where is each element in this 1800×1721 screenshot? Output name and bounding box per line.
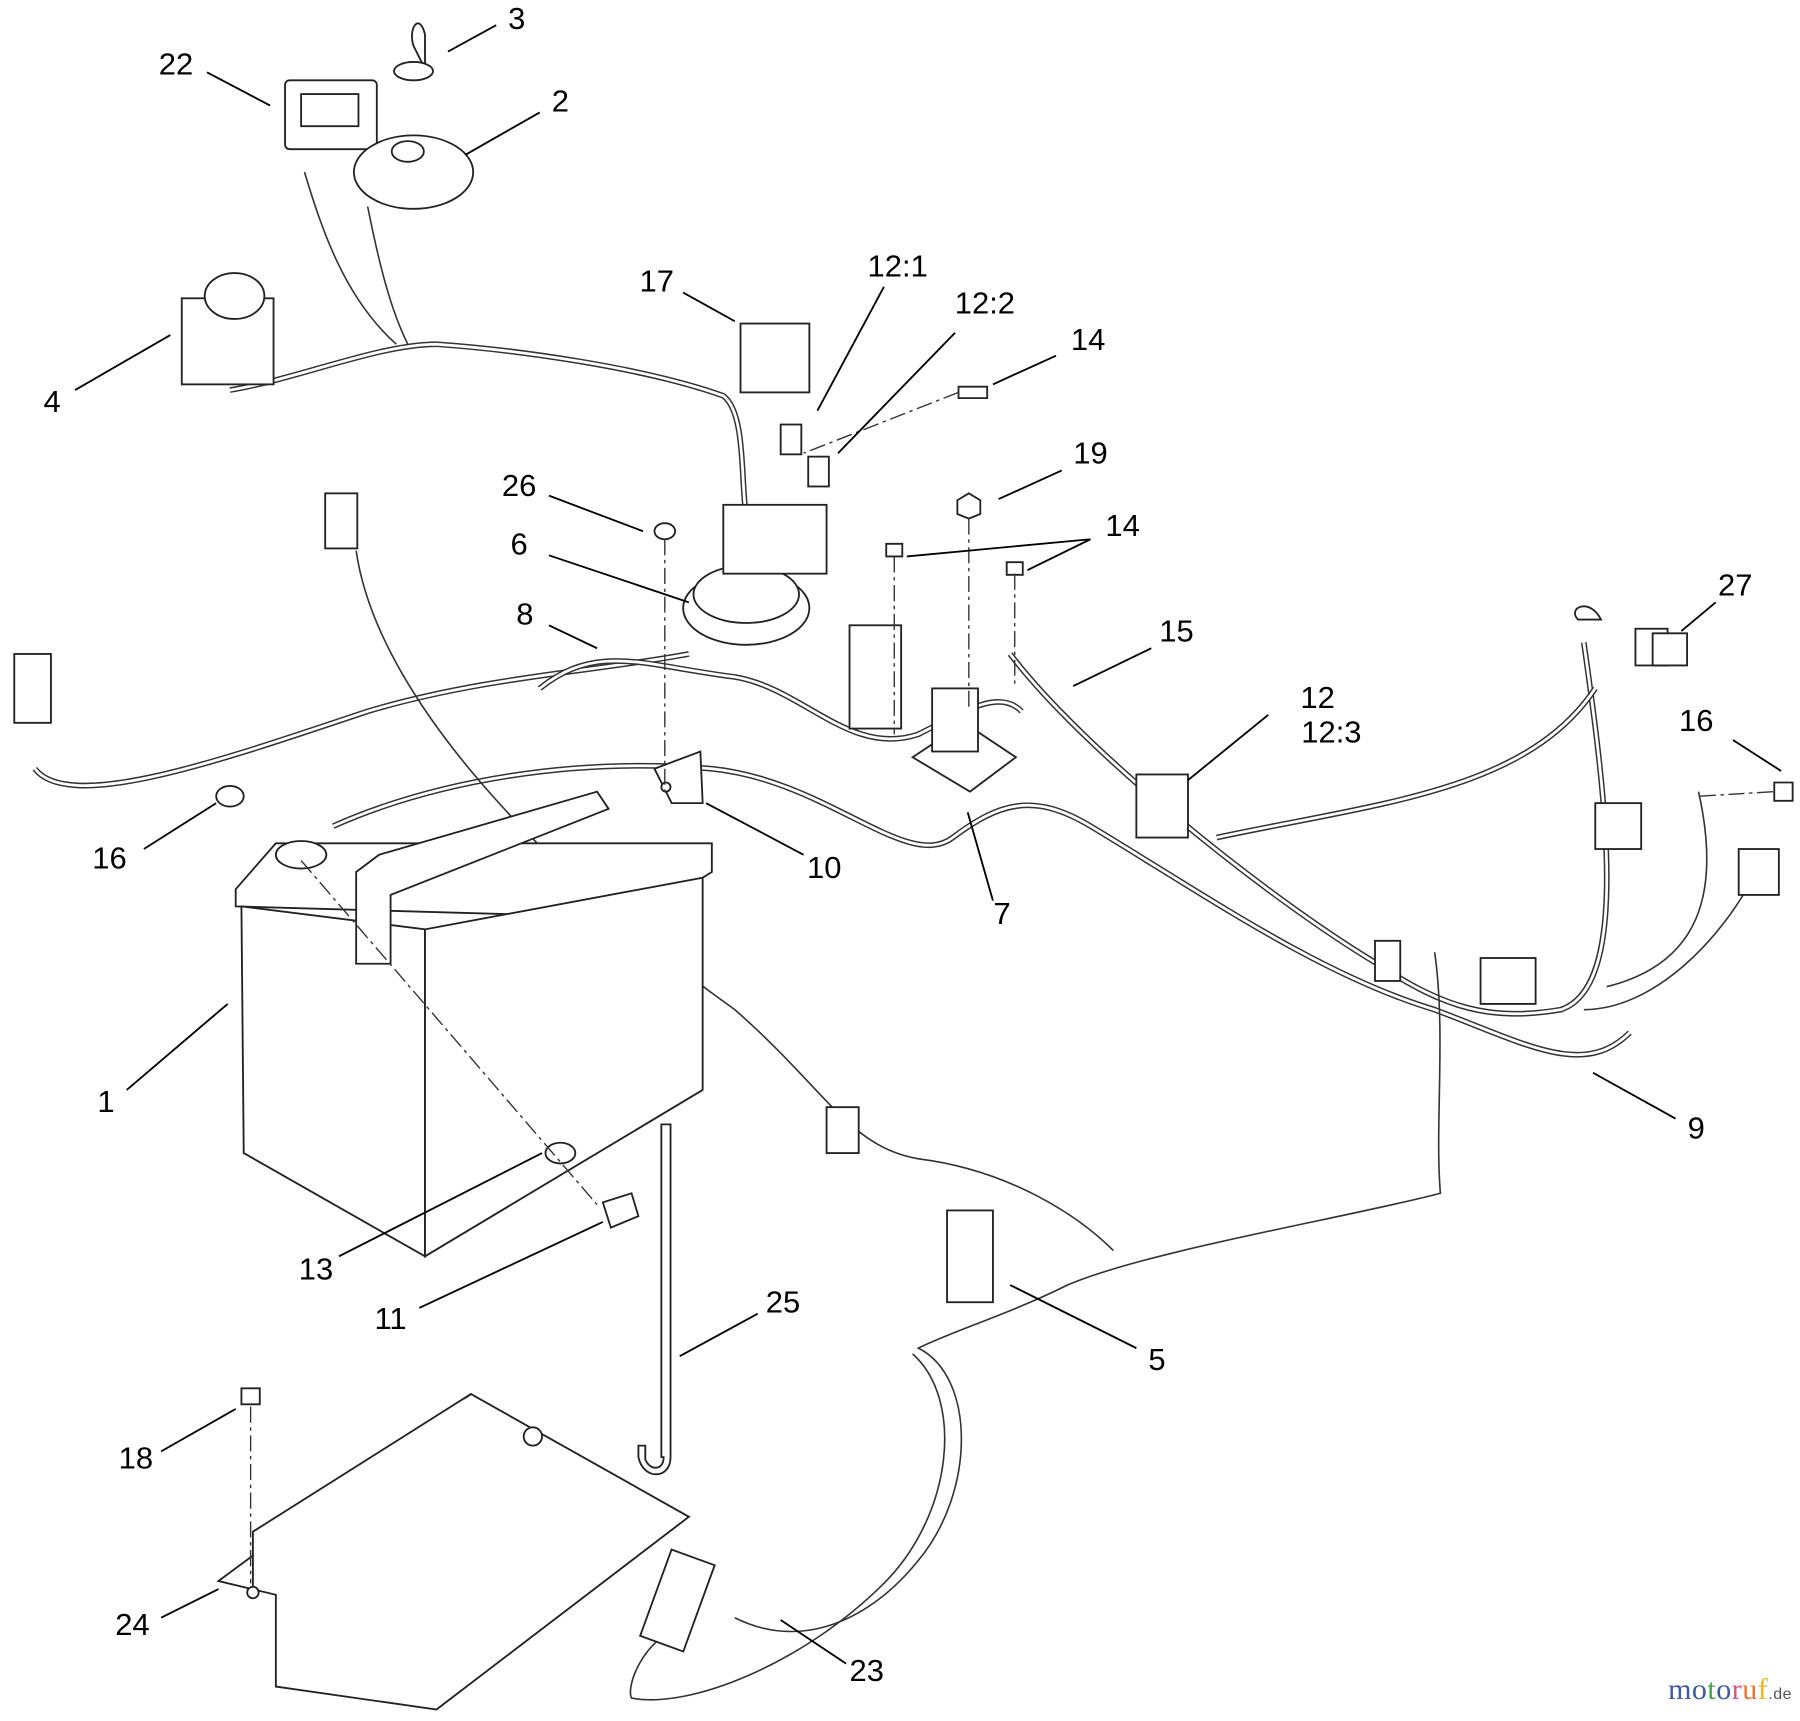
callout-23: 23 — [850, 1653, 884, 1688]
callout-9: 9 — [1688, 1110, 1705, 1145]
callout-11: 11 — [375, 1301, 407, 1336]
callout-26: 26 — [502, 468, 536, 503]
callout-7: 7 — [993, 896, 1010, 931]
callout-12-2: 12:2 — [955, 285, 1015, 320]
callout-15: 15 — [1159, 614, 1193, 649]
callout-8: 8 — [516, 596, 533, 631]
callout-4: 4 — [44, 384, 61, 419]
motoruf-watermark-logo: motoruf.de — [1668, 1673, 1792, 1706]
callout-1: 1 — [97, 1084, 114, 1119]
callout-16-right: 16 — [1679, 703, 1713, 738]
watermark-letter: r — [1731, 1673, 1743, 1706]
callout-27: 27 — [1718, 568, 1752, 603]
callout-17: 17 — [640, 264, 674, 299]
callout-16-left: 16 — [92, 841, 126, 876]
watermark-letter: m — [1668, 1673, 1692, 1706]
callout-12-1: 12:1 — [868, 249, 928, 284]
callout-3: 3 — [508, 1, 525, 36]
callout-18: 18 — [119, 1441, 153, 1476]
callout-10: 10 — [807, 850, 841, 885]
watermark-letter: t — [1707, 1673, 1717, 1706]
callout-12-3: 12:3 — [1301, 714, 1361, 749]
callout-12: 12 — [1300, 680, 1334, 715]
fasteners — [215, 385, 1794, 1406]
leader-lines — [74, 24, 1782, 1665]
callout-13: 13 — [299, 1251, 333, 1286]
watermark-letter: f — [1757, 1673, 1769, 1706]
callout-5: 5 — [1148, 1342, 1165, 1377]
watermark-letter: u — [1742, 1673, 1758, 1706]
alignment-dashes — [249, 391, 1774, 1584]
callout-24: 24 — [115, 1607, 149, 1642]
callout-14-top: 14 — [1071, 322, 1105, 357]
callout-19: 19 — [1073, 436, 1107, 471]
callout-25: 25 — [766, 1285, 800, 1320]
switches — [13, 22, 1780, 1653]
battery-tray — [216, 1392, 691, 1711]
watermark-letter: o — [1691, 1673, 1708, 1706]
callout-labels: 3 22 2 4 17 12:1 12:2 14 26 19 14 6 8 15… — [44, 1, 1753, 1688]
callout-22: 22 — [159, 47, 193, 82]
solenoid-and-relay — [653, 322, 1018, 805]
callout-14-mid: 14 — [1105, 508, 1139, 543]
battery — [234, 790, 713, 1258]
watermark-letter: o — [1716, 1673, 1732, 1706]
callout-6: 6 — [510, 526, 527, 561]
battery-hold-down-rod — [637, 1123, 672, 1476]
callout-2: 2 — [552, 83, 569, 118]
